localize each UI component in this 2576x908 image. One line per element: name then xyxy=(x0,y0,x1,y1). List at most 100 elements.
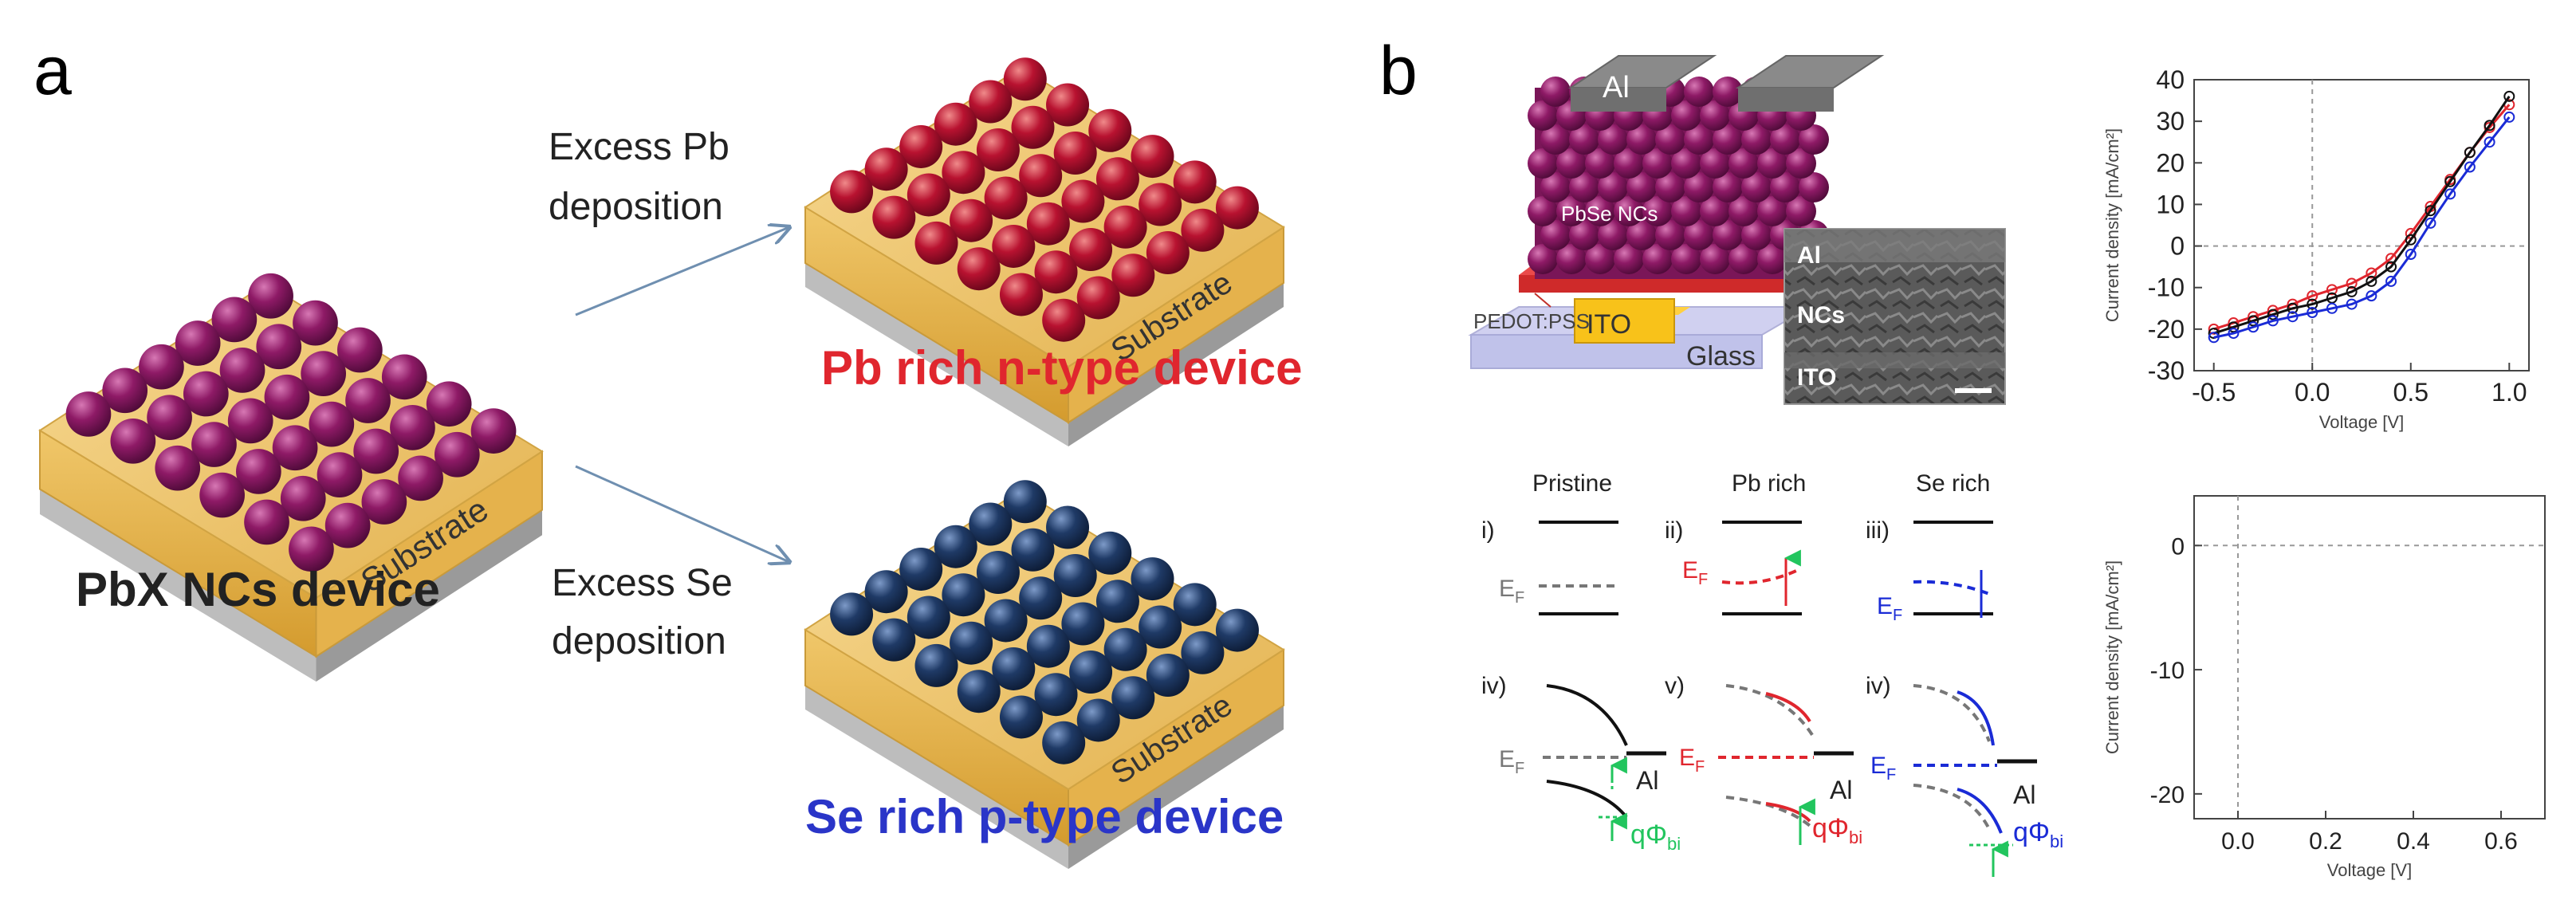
data-point xyxy=(2444,175,2456,187)
nc-sphere xyxy=(1799,124,1829,155)
device-schematic: Al PbSe NCs PEDOT:PSS ITO Glass xyxy=(1468,55,1885,371)
y-tick-label: -20 xyxy=(2148,315,2185,344)
nanocrystal-sphere xyxy=(1131,135,1174,179)
ef-label-iii: EF xyxy=(1877,593,1902,624)
label-iv-se: iv) xyxy=(1866,673,1891,699)
nc-sphere xyxy=(1528,100,1558,131)
nc-sphere xyxy=(1741,124,1772,155)
nanocrystal-sphere xyxy=(957,247,1001,291)
nanocrystal-sphere xyxy=(1139,605,1182,649)
nc-sphere xyxy=(1770,124,1800,155)
nc-sphere xyxy=(1713,220,1743,250)
data-point xyxy=(2326,302,2338,314)
x-axis-label: Voltage [V] xyxy=(2319,412,2404,432)
y-tick-label: 30 xyxy=(2156,107,2185,136)
nanocrystal-sphere xyxy=(398,455,443,501)
nc-sphere xyxy=(1684,77,1714,107)
nanocrystal-sphere xyxy=(1146,654,1190,698)
nanocrystal-sphere xyxy=(65,391,112,437)
nanocrystal-sphere xyxy=(256,324,302,370)
data-point xyxy=(2208,332,2220,344)
data-point xyxy=(2366,267,2377,279)
x-tick-label: 0.0 xyxy=(2221,828,2255,855)
data-point xyxy=(2208,328,2220,340)
data-point xyxy=(2287,302,2299,314)
nc-sphere xyxy=(1528,196,1558,226)
nc-sphere xyxy=(1642,196,1673,226)
y-tick-label: -20 xyxy=(2150,782,2185,808)
nanocrystal-sphere xyxy=(1095,580,1139,623)
nanocrystal-sphere xyxy=(969,80,1013,124)
excess-se-line1: Excess Se xyxy=(552,562,733,604)
nc-sphere xyxy=(1556,148,1587,179)
header-pristine: Pristine xyxy=(1532,470,1612,497)
panel-letter-a: a xyxy=(33,33,72,109)
nanocrystal-sphere xyxy=(1103,205,1147,249)
data-point xyxy=(2385,275,2397,287)
nanocrystal-sphere xyxy=(864,570,908,614)
nc-sphere xyxy=(1786,148,1816,179)
nc-sphere xyxy=(1598,124,1628,155)
nc-sphere xyxy=(1540,220,1571,250)
data-point xyxy=(2444,188,2456,200)
data-point xyxy=(2464,147,2476,159)
header-se-rich: Se rich xyxy=(1916,470,1990,497)
data-point xyxy=(2248,321,2259,333)
data-point xyxy=(2326,284,2338,296)
nc-sphere xyxy=(1684,172,1714,202)
nanocrystal-sphere xyxy=(1069,228,1113,271)
qphi-label-iv: qΦbi xyxy=(1630,820,1681,854)
nanocrystal-sphere xyxy=(1088,531,1132,575)
arrow-to-n-device xyxy=(575,227,789,316)
nanocrystal-sphere xyxy=(390,405,435,450)
nanocrystal-sphere xyxy=(199,472,245,518)
nanocrystal-sphere xyxy=(899,547,943,591)
data-point xyxy=(2540,454,2550,463)
nanocrystal-sphere xyxy=(1103,627,1147,671)
nanocrystal-sphere xyxy=(1019,154,1063,198)
nanocrystal-sphere xyxy=(1003,480,1047,524)
nc-sphere xyxy=(1585,196,1615,226)
nc-sphere xyxy=(1655,220,1685,250)
nc-sphere xyxy=(1713,124,1743,155)
nanocrystal-sphere xyxy=(950,199,993,242)
nc-sphere xyxy=(1585,148,1615,179)
y-tick-label: -10 xyxy=(2148,273,2185,302)
nc-sphere xyxy=(1540,124,1571,155)
nc-sphere xyxy=(1569,124,1599,155)
data-point xyxy=(2307,298,2318,310)
p-type-device-illustration: Substrate xyxy=(804,480,1285,869)
x-tick-label: 0.6 xyxy=(2484,828,2518,855)
data-point xyxy=(2346,298,2358,310)
nanocrystal-sphere xyxy=(1139,183,1182,226)
nanocrystal-sphere xyxy=(324,502,371,548)
nanocrystal-sphere xyxy=(211,297,258,343)
nanocrystal-sphere xyxy=(1042,298,1086,342)
x-tick-label: 0.2 xyxy=(2309,828,2342,855)
nanocrystal-sphere xyxy=(147,395,192,441)
label-ii: ii) xyxy=(1665,517,1683,544)
nanocrystal-sphere xyxy=(1088,108,1132,152)
nc-sphere xyxy=(1614,148,1644,179)
nanocrystal-sphere xyxy=(227,398,273,444)
schematic-ncs-label: PbSe NCs xyxy=(1561,202,1658,226)
p-device-label: Se rich p-type device xyxy=(805,790,1284,843)
data-point xyxy=(2287,311,2299,323)
y-axis-label: Current density [mA/cm²] xyxy=(2102,128,2122,322)
sem-ncs-label: NCs xyxy=(1797,302,1845,328)
nanocrystal-sphere xyxy=(934,102,977,146)
n-device-label: Pb rich n-type device xyxy=(821,341,1303,395)
nc-sphere xyxy=(1540,172,1571,202)
y-tick-label: 40 xyxy=(2156,65,2185,94)
nc-sphere xyxy=(1671,244,1701,274)
nanocrystal-sphere xyxy=(1111,254,1155,297)
nanocrystal-sphere xyxy=(1061,179,1105,223)
nanocrystal-sphere xyxy=(999,273,1043,316)
nanocrystal-sphere xyxy=(992,647,1036,690)
n-type-device-illustration: Substrate xyxy=(804,57,1285,446)
nanocrystal-sphere xyxy=(337,327,383,373)
nc-sphere xyxy=(1741,172,1772,202)
ef-label-i: EF xyxy=(1499,576,1524,607)
x-tick-label: 1.0 xyxy=(2491,378,2527,407)
nanocrystal-sphere xyxy=(969,502,1013,546)
